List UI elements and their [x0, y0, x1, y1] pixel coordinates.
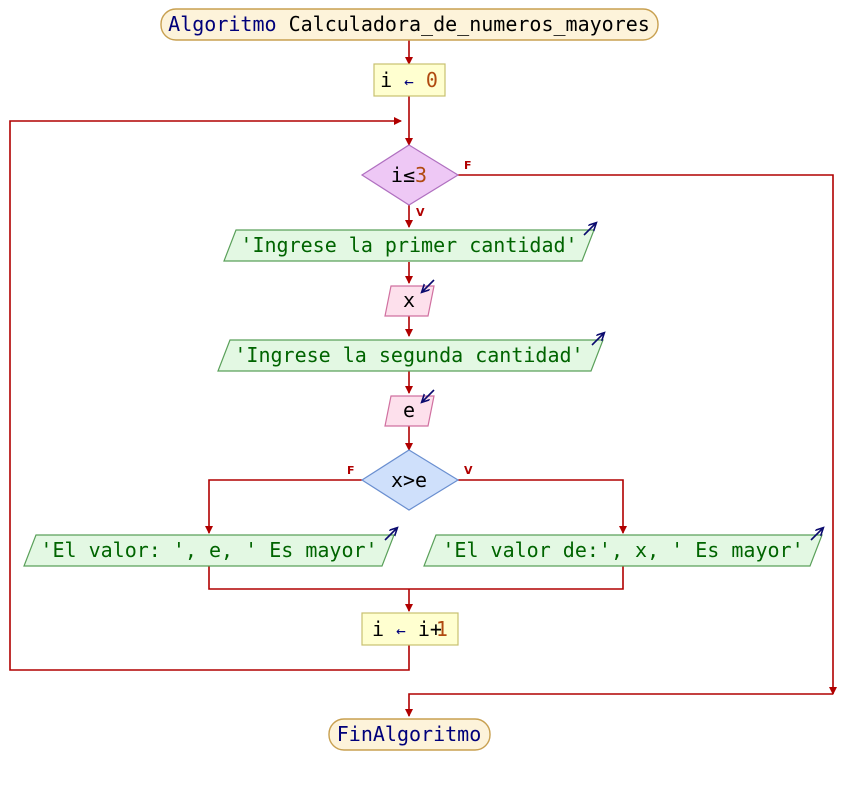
- input-1-var: x: [403, 288, 415, 312]
- svg-text:Algoritmo Calculadora_de: Algoritmo Calculadora_de_numeros_mayores: [168, 12, 650, 36]
- input-node-2: e: [384, 389, 435, 427]
- loop-decision-node: i≤3 F V: [360, 144, 472, 219]
- output-1-text: 'Ingrese la primer cantidad': [240, 233, 577, 257]
- input-2-var: e: [403, 398, 415, 422]
- loop-op: ≤: [403, 163, 415, 187]
- input-node-1: x: [384, 279, 435, 317]
- input-arrow-icon: [423, 279, 435, 291]
- compare-true-label: V: [464, 464, 473, 477]
- assign-arrow-icon: ←: [404, 72, 414, 91]
- output-node-2: 'Ingrese la segunda cantidad': [217, 334, 603, 372]
- increment-expr: i+: [418, 617, 442, 641]
- increment-var: i: [372, 617, 384, 641]
- end-keyword: FinAlgoritmo: [337, 722, 482, 746]
- edge-loop-back: [9, 117, 410, 671]
- start-keyword: Algoritmo: [168, 12, 276, 36]
- svg-text:i ← 0: i ← 0: [380, 68, 438, 92]
- assign-arrow-icon: ←: [396, 621, 406, 640]
- loop-limit: 3: [415, 163, 427, 187]
- output-node-1: 'Ingrese la primer cantidad': [223, 224, 595, 262]
- end-node: FinAlgoritmo: [328, 718, 491, 751]
- edges: [9, 40, 837, 717]
- edge-compare-false: [205, 479, 362, 534]
- output-false-text: 'El valor: ', e, ' Es mayor': [40, 538, 377, 562]
- output-node-true: 'El valor de:', x, ' Es mayor': [423, 529, 822, 567]
- start-node: Algoritmo Calculadora_de_numeros_mayores: [160, 8, 659, 41]
- loop-var: i: [391, 163, 403, 187]
- compare-decision-node: x>e F V: [347, 449, 473, 511]
- output-arrow-icon: [591, 334, 603, 346]
- increment-value: 1: [436, 617, 448, 641]
- input-arrow-icon: [423, 389, 435, 401]
- svg-text:i ← i+1: i ← i+1: [372, 617, 448, 641]
- output-true-text: 'El valor de:', x, ' Es mayor': [442, 538, 803, 562]
- algorithm-name: Calculadora_de_numeros_mayores: [289, 12, 650, 36]
- output-2-text: 'Ingrese la segunda cantidad': [234, 343, 583, 367]
- edge-exit-to-end: [405, 693, 833, 717]
- output-arrow-icon: [583, 224, 595, 236]
- loop-false-label: F: [464, 159, 472, 172]
- increment-node: i ← i+1: [361, 612, 459, 646]
- init-var: i: [380, 68, 392, 92]
- edge-compare-true: [458, 479, 627, 534]
- loop-true-label: V: [416, 206, 425, 219]
- init-value: 0: [426, 68, 438, 92]
- output-arrow-icon: [384, 529, 396, 541]
- edge-loop-false-exit: [458, 174, 837, 695]
- init-node: i ← 0: [373, 63, 446, 97]
- output-arrow-icon: [810, 529, 822, 541]
- svg-text:i≤3: i≤3: [391, 163, 427, 187]
- edge-merge: [208, 566, 624, 590]
- compare-text: x>e: [391, 468, 427, 492]
- compare-false-label: F: [347, 464, 355, 477]
- output-node-false: 'El valor: ', e, ' Es mayor': [23, 529, 396, 567]
